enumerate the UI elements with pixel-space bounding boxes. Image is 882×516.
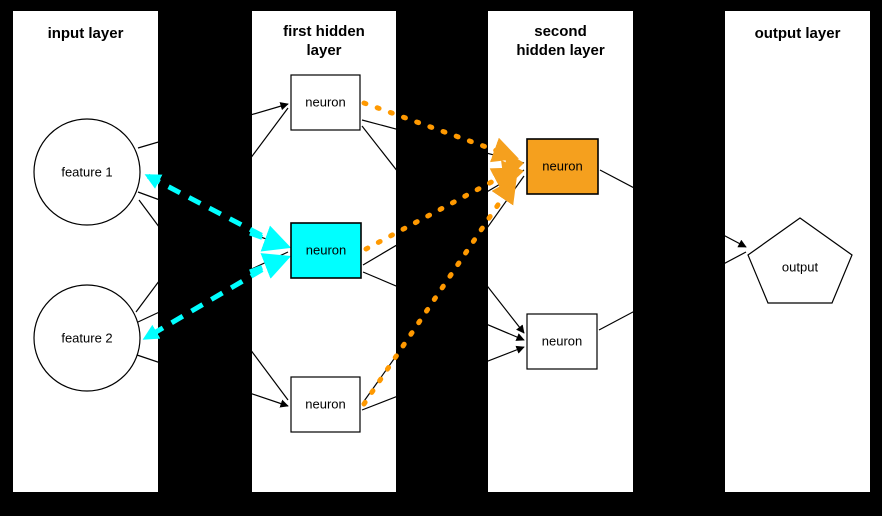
panel-hidden2-title-line1: second — [534, 23, 587, 40]
edges-orange-highlight — [361, 100, 519, 407]
h2-neuron-1-label: neuron — [542, 158, 582, 173]
h1-neuron-2-label: neuron — [306, 242, 346, 257]
panel-input: input layer — [13, 11, 158, 492]
node-feature-2[interactable]: feature 2 — [33, 284, 141, 392]
edge-orange-h1n3-h2n1 — [361, 176, 517, 407]
panel-hidden1-title-line1: first hidden — [283, 23, 365, 40]
output-pentagon[interactable] — [747, 217, 853, 304]
h1-neuron-1-label: neuron — [305, 94, 345, 109]
edge-orange-h1n2-h2n1 — [363, 167, 519, 252]
edges-hidden2-to-output — [598, 169, 747, 331]
feature-2-circle[interactable] — [33, 284, 141, 392]
feature-1-label: feature 1 — [61, 164, 112, 179]
edge-cyan-feature1-h1n2-fwd — [249, 225, 292, 252]
edge-cyan-h1n2-feature2 — [142, 255, 284, 342]
h1-neuron-3-box[interactable] — [290, 376, 361, 433]
panel-hidden2-bg — [488, 11, 633, 492]
orange-arrow-wedge — [501, 151, 524, 189]
edge-cyan-feature2-h1n2-fwd — [249, 253, 292, 279]
edge-h1n2-h2n2 — [362, 271, 525, 341]
feature-1-circle[interactable] — [33, 118, 141, 226]
edge-orange-h1n1-h2n1 — [361, 100, 519, 163]
node-feature-1[interactable]: feature 1 — [33, 118, 141, 226]
node-output[interactable]: output — [747, 217, 853, 304]
edges-cyan-highlight — [142, 172, 292, 342]
panel-hidden2: second hidden layer — [488, 11, 633, 492]
panel-output-title: output layer — [755, 25, 841, 42]
node-h1-neuron-3[interactable]: neuron — [290, 376, 361, 433]
edge-feature1-h1n1 — [137, 102, 289, 149]
node-h2-neuron-1[interactable]: neuron — [526, 138, 599, 195]
h2-neuron-1-box[interactable] — [526, 138, 599, 195]
h1-neuron-1-box[interactable] — [290, 74, 361, 131]
node-h1-neuron-1[interactable]: neuron — [290, 74, 361, 131]
h2-neuron-2-box[interactable] — [526, 313, 598, 370]
edge-h1n3-h2n2 — [361, 345, 525, 411]
h2-neuron-2-label: neuron — [542, 333, 582, 348]
feature-2-label: feature 2 — [61, 330, 112, 345]
output-label: output — [782, 259, 819, 274]
node-h1-neuron-2[interactable]: neuron — [290, 222, 362, 279]
panel-hidden2-title-line2: hidden layer — [516, 42, 605, 59]
edge-feature2-h1n3 — [136, 354, 289, 408]
orange-wedge-lower — [501, 160, 524, 189]
node-h2-neuron-2[interactable]: neuron — [526, 313, 598, 370]
panel-hidden1-title-line2: layer — [306, 42, 341, 59]
h1-neuron-3-label: neuron — [305, 396, 345, 411]
edge-h2n2-output — [598, 251, 747, 331]
panel-input-bg — [13, 11, 158, 492]
edge-h1n1-h2n2 — [361, 125, 525, 334]
panel-input-title: input layer — [48, 25, 124, 42]
edge-h2n1-output — [599, 169, 747, 248]
h1-neuron-2-box[interactable] — [290, 222, 362, 279]
